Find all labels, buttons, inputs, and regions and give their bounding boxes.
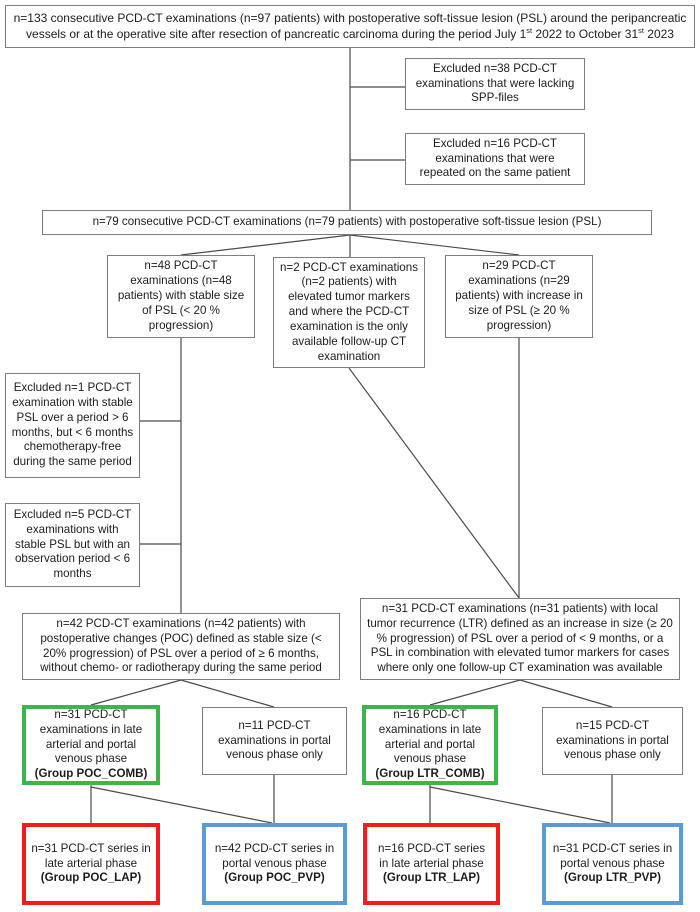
group-poc-comb-label: (Group POC_COMB): [34, 767, 148, 781]
box-consecutive-79: n=79 consecutive PCD-CT examinations (n=…: [42, 210, 652, 235]
box-stable-48: n=48 PCD-CT examinations (n=48 patients)…: [107, 255, 255, 338]
box-pvp-only-15: n=15 PCD-CT examinations in portal venou…: [542, 707, 683, 775]
box-pvp-only-11: n=11 PCD-CT examinations in portal venou…: [202, 707, 347, 775]
box-ltr-31: n=31 PCD-CT examinations (n=31 patients)…: [360, 598, 680, 680]
box-increase-29: n=29 PCD-CT examinations (n=29 patients)…: [445, 255, 593, 338]
box-ltr-31-text: n=31 PCD-CT examinations (n=31 patients)…: [367, 601, 673, 675]
box-excluded-repeated-text: Excluded n=16 PCD-CT examinations that w…: [419, 136, 571, 180]
box-excluded-observation-text: Excluded n=5 PCD-CT examinations with st…: [13, 507, 132, 581]
box-group-poc-pvp: n=42 PCD-CT series in portal venous phas…: [202, 823, 347, 905]
box-excluded-lacking-spp-text: Excluded n=38 PCD-CT examinations that w…: [415, 61, 575, 105]
group-poc-lap-label: (Group POC_LAP): [40, 871, 142, 885]
group-ltr-lap-label: (Group LTR_LAP): [382, 871, 481, 885]
box-group-poc-comb-text: n=31 PCD-CT examinations in late arteria…: [39, 707, 143, 766]
box-group-poc-lap: n=31 PCD-CT series in late arterial phas…: [22, 823, 160, 905]
box-poc-42: n=42 PCD-CT examinations (n=42 patients)…: [22, 613, 340, 680]
box-excluded-chemotherapy-text: Excluded n=1 PCD-CT examination with sta…: [11, 381, 134, 469]
box-excluded-repeated: Excluded n=16 PCD-CT examinations that w…: [405, 133, 585, 185]
box-group-poc-pvp-text: n=42 PCD-CT series in portal venous phas…: [214, 841, 335, 870]
box-group-ltr-lap: n=16 PCD-CT series in late arterial phas…: [363, 823, 500, 905]
superscript-st: st: [638, 25, 644, 35]
box-group-ltr-comb: n=16 PCD-CT examinations in late arteria…: [362, 705, 498, 785]
group-ltr-comb-label: (Group LTR_COMB): [375, 767, 485, 781]
box-group-ltr-comb-text: n=16 PCD-CT examinations in late arteria…: [378, 707, 482, 766]
group-poc-pvp-label: (Group POC_PVP): [224, 871, 325, 885]
box-elevated-markers-2-text: n=2 PCD-CT examinations (n=2 patients) w…: [279, 260, 418, 363]
box-group-ltr-pvp-text: n=31 PCD-CT series in portal venous phas…: [552, 841, 673, 870]
box-excluded-chemotherapy: Excluded n=1 PCD-CT examination with sta…: [5, 373, 140, 478]
box-increase-29-text: n=29 PCD-CT examinations (n=29 patients)…: [455, 259, 583, 332]
box-group-ltr-lap-text: n=16 PCD-CT series in late arterial phas…: [377, 841, 486, 870]
box-consecutive-79-text: n=79 consecutive PCD-CT examinations (n=…: [92, 215, 602, 229]
box-excluded-lacking-spp: Excluded n=38 PCD-CT examinations that w…: [405, 58, 585, 110]
box-pvp-only-15-text: n=15 PCD-CT examinations in portal venou…: [556, 718, 669, 762]
group-ltr-pvp-label: (Group LTR_PVP): [563, 871, 662, 885]
box-stable-48-text: n=48 PCD-CT examinations (n=48 patients)…: [117, 259, 245, 332]
box-initial-cohort: n=133 consecutive PCD-CT examinations (n…: [5, 5, 695, 48]
box-group-poc-comb: n=31 PCD-CT examinations in late arteria…: [22, 705, 160, 785]
box-elevated-markers-2: n=2 PCD-CT examinations (n=2 patients) w…: [273, 257, 425, 368]
box-initial-cohort-text: n=133 consecutive PCD-CT examinations (n…: [13, 11, 687, 41]
box-group-poc-lap-text: n=31 PCD-CT series in late arterial phas…: [31, 841, 151, 870]
box-group-ltr-pvp: n=31 PCD-CT series in portal venous phas…: [542, 823, 683, 905]
superscript-st: st: [526, 25, 533, 35]
box-poc-42-text: n=42 PCD-CT examinations (n=42 patients)…: [40, 616, 322, 675]
box-excluded-observation: Excluded n=5 PCD-CT examinations with st…: [5, 503, 140, 587]
box-pvp-only-11-text: n=11 PCD-CT examinations in portal venou…: [218, 718, 331, 762]
